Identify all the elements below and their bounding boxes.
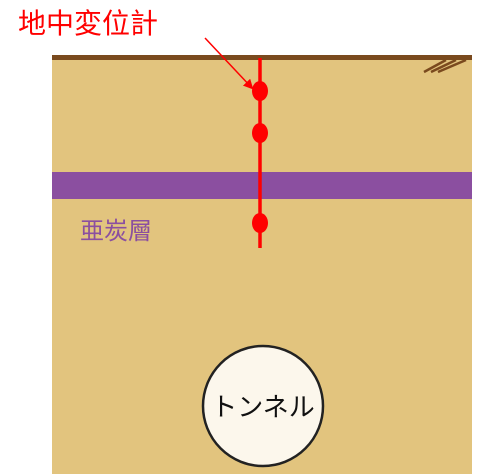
ground-hatch-icon <box>423 58 467 74</box>
instrument-label: 地中変位計 <box>18 7 158 40</box>
tunnel-circle <box>201 344 325 468</box>
sensor-dot-icon <box>252 123 268 143</box>
sensor-dot-icon <box>252 213 268 233</box>
sensor-dot-icon <box>252 81 268 101</box>
lignite-layer-band <box>52 172 472 199</box>
layer-label: 亜炭層 <box>80 217 152 245</box>
arrow-icon <box>204 37 254 90</box>
ground-surface-line <box>52 55 472 60</box>
tunnel-label: トンネル <box>211 393 314 423</box>
